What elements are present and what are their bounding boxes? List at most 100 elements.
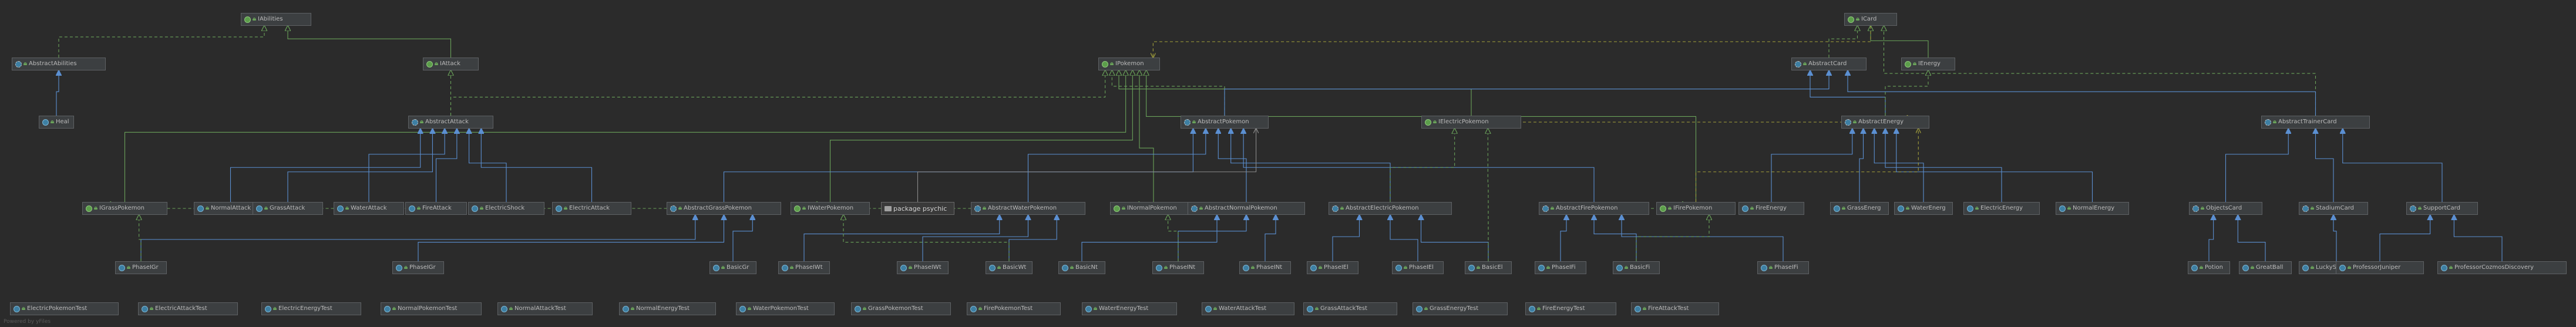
interface-icon <box>1905 60 1911 68</box>
uml-node-grasspokemontest[interactable]: GrassPokemonTest <box>851 302 951 315</box>
uml-edge-extends <box>2454 215 2503 261</box>
uml-node-basicfire[interactable]: BasicFi <box>1613 261 1660 274</box>
uml-node-abstractenergy[interactable]: AbstractEnergy <box>1841 116 1929 129</box>
public-visibility-icon <box>435 62 438 66</box>
uml-node-igrasspokemon[interactable]: IGrassPokemon <box>82 202 167 215</box>
uml-node-inormalpokemon[interactable]: INormalPokemon <box>1110 202 1197 215</box>
public-visibility-icon <box>22 307 25 311</box>
class-icon <box>409 205 415 212</box>
abstract-class-icon <box>1795 60 1801 68</box>
uml-node-normalenergy[interactable]: NormalEnergy <box>2056 202 2129 215</box>
uml-node-greatball[interactable]: GreatBall <box>2239 261 2292 274</box>
class-icon <box>1062 264 1068 271</box>
uml-node-normalattack[interactable]: NormalAttack <box>194 202 267 215</box>
uml-node-phaseigrassb[interactable]: PhaseIGr <box>392 261 444 274</box>
interface-icon <box>86 205 92 212</box>
uml-node-waterenergy[interactable]: WaterEnerg <box>1894 202 1953 215</box>
uml-node-iwaterpokemon[interactable]: IWaterPokemon <box>791 202 870 215</box>
uml-node-firepokemontest[interactable]: FirePokemonTest <box>967 302 1061 315</box>
uml-node-objectscard[interactable]: ObjectsCard <box>2189 202 2262 215</box>
uml-node-label: ElectricPokemonTest <box>27 305 88 312</box>
abstract-class-icon <box>974 205 981 212</box>
uml-node-professorjuniper[interactable]: ProfessorJuniper <box>2336 261 2424 274</box>
uml-node-label: WaterPokemonTest <box>753 305 809 312</box>
uml-edge-extends <box>1027 129 1206 202</box>
uml-node-abstractpokemon[interactable]: AbstractPokemon <box>1181 116 1269 129</box>
uml-node-abstractattack[interactable]: AbstractAttack <box>408 116 493 129</box>
uml-node-ipokemon[interactable]: IPokemon <box>1098 58 1160 70</box>
uml-node-phaseiwatera[interactable]: PhaseIWt <box>778 261 830 274</box>
uml-node-phaseifirea[interactable]: PhaseIFi <box>1535 261 1586 274</box>
uml-node-phaseielectricb[interactable]: PhaseIEl <box>1392 261 1444 274</box>
public-visibility-icon <box>1625 266 1628 269</box>
uml-node-phaseinormala[interactable]: PhaseINt <box>1152 261 1204 274</box>
uml-node-basicelectric[interactable]: BasicEl <box>1465 261 1512 274</box>
uml-node-label: PhaseIWt <box>914 264 941 271</box>
uml-node-electricpokemontest[interactable]: ElectricPokemonTest <box>10 302 119 315</box>
uml-node-abstractfirepokemon[interactable]: AbstractFirePokemon <box>1539 202 1649 215</box>
uml-edge-extends <box>1622 215 1784 261</box>
uml-node-waterenergytest[interactable]: WaterEnergyTest <box>1082 302 1177 315</box>
uml-node-electricattacktest[interactable]: ElectricAttackTest <box>138 302 238 315</box>
uml-node-supportcard[interactable]: SupportCard <box>2406 202 2478 215</box>
uml-node-label: BasicFi <box>1630 264 1650 271</box>
uml-node-grassattack[interactable]: GrassAttack <box>253 202 323 215</box>
uml-node-iattack[interactable]: IAttack <box>423 58 479 70</box>
uml-edge-extends <box>1859 129 1864 202</box>
uml-node-phaseiwaterb[interactable]: PhaseIWt <box>897 261 949 274</box>
uml-node-fireenergytest[interactable]: FireEnergyTest <box>1525 302 1616 315</box>
uml-node-grassenergy[interactable]: GrassEnerg <box>1830 202 1889 215</box>
uml-node-phaseielectrica[interactable]: PhaseIEl <box>1307 261 1358 274</box>
uml-node-abstractnormalpokemon[interactable]: AbstractNormalPokemon <box>1188 202 1305 215</box>
uml-node-label: GrassPokemonTest <box>868 305 923 312</box>
uml-node-heal[interactable]: Heal <box>39 116 74 129</box>
uml-node-waterattack[interactable]: WaterAttack <box>334 202 404 215</box>
uml-node-fireattacktest[interactable]: FireAttackTest <box>1631 302 1719 315</box>
uml-node-normalenergytest[interactable]: NormalEnergyTest <box>619 302 716 315</box>
uml-node-professorcozmosdiscovery[interactable]: ProfessorCozmosDiscovery <box>2437 261 2567 274</box>
interface-icon <box>1114 205 1120 212</box>
public-visibility-icon <box>1975 207 1979 210</box>
uml-node-electricattack[interactable]: ElectricAttack <box>552 202 631 215</box>
uml-node-potion[interactable]: Potion <box>2188 261 2230 274</box>
uml-node-electricenergytest[interactable]: ElectricEnergyTest <box>261 302 361 315</box>
uml-node-basicwater[interactable]: BasicWt <box>986 261 1033 274</box>
uml-node-phaseinormalb[interactable]: PhaseINt <box>1239 261 1291 274</box>
uml-node-icard[interactable]: ICard <box>1844 13 1897 26</box>
uml-edge-extends <box>1243 129 1595 202</box>
uml-node-electricenergy[interactable]: ElectricEnergy <box>1963 202 2040 215</box>
uml-node-abstracttrainercard[interactable]: AbstractTrainerCard <box>2261 116 2370 129</box>
uml-node-abstractelectricpokemon[interactable]: AbstractElectricPokemon <box>1329 202 1452 215</box>
uml-node-grassattacktest[interactable]: GrassAttackTest <box>1303 302 1397 315</box>
uml-node-waterattacktest[interactable]: WaterAttackTest <box>1202 302 1294 315</box>
uml-node-electricshock[interactable]: ElectricShock <box>468 202 544 215</box>
uml-node-abstractwaterpokemon[interactable]: AbstractWaterPokemon <box>971 202 1085 215</box>
uml-node-phaseigrassa[interactable]: PhaseIGr <box>115 261 167 274</box>
uml-node-label: IGrassPokemon <box>99 205 144 211</box>
uml-node-waterpokemontest[interactable]: WaterPokemonTest <box>736 302 835 315</box>
class-icon <box>1834 205 1840 212</box>
public-visibility-icon <box>983 207 986 210</box>
public-visibility-icon <box>1842 207 1845 210</box>
uml-node-iabilities[interactable]: IAbilities <box>241 13 311 26</box>
uml-node-label: GrassAttackTest <box>1320 305 1368 312</box>
uml-node-phaseifireb[interactable]: PhaseIFi <box>1757 261 1809 274</box>
uml-node-normalpokemontest[interactable]: NormalPokemonTest <box>381 302 482 315</box>
uml-node-ifirepokemon[interactable]: IFirePokemon <box>1656 202 1736 215</box>
uml-node-ielectricpokemon[interactable]: IElectricPokemon <box>1421 116 1521 129</box>
uml-node-fireattack[interactable]: FireAttack <box>405 202 467 215</box>
uml-node-grassenergytest[interactable]: GrassEnergyTest <box>1413 302 1508 315</box>
uml-node-abstractcard[interactable]: AbstractCard <box>1791 58 1867 70</box>
uml-node-basicgrass[interactable]: BasicGr <box>709 261 756 274</box>
uml-node-stadiumcard[interactable]: StadiumCard <box>2299 202 2368 215</box>
uml-node-basicnormal[interactable]: BasicNt <box>1058 261 1105 274</box>
uml-node-abstractgrasspokemon[interactable]: AbstractGrassPokemon <box>667 202 781 215</box>
uml-node-abstractabilities[interactable]: AbstractAbilities <box>12 58 106 70</box>
uml-node-normalattacktest[interactable]: NormalAttackTest <box>497 302 593 315</box>
uml-node-label: ElectricEnergy <box>1980 205 2023 211</box>
uml-node-fireenergy[interactable]: FireEnergy <box>1738 202 1804 215</box>
uml-node-psychic[interactable]: package psychic <box>881 202 954 215</box>
uml-edge-extends <box>1008 215 1057 261</box>
uml-node-ienergy[interactable]: IEnergy <box>1901 58 1955 70</box>
uml-edge-extends <box>1848 70 2316 116</box>
